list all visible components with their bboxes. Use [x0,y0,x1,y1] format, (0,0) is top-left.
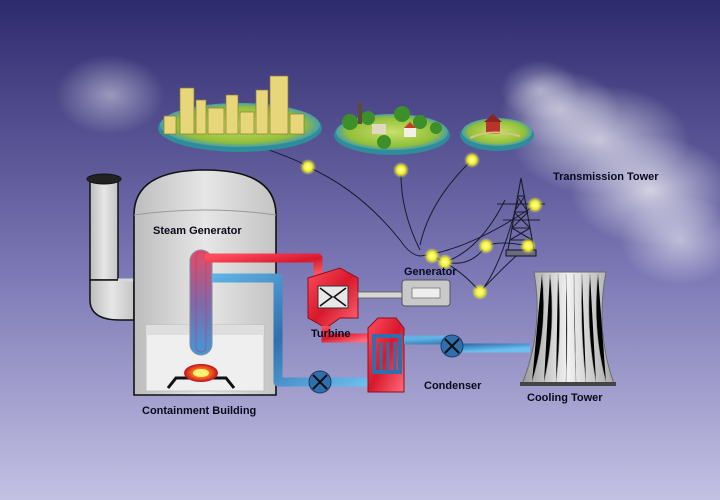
city-island [158,75,322,152]
cooling-pump [440,334,464,358]
farm-island [460,114,534,151]
steam-clouds [55,55,720,285]
hot-steam-pipe [205,253,323,278]
transmission-tower [497,177,545,257]
containment-building-label: Containment Building [142,405,257,417]
exhaust-pipe [321,326,372,343]
steam-generator [189,249,213,356]
turbine [307,267,359,329]
town-island [334,102,450,155]
generator-label: Generator [404,266,457,278]
steam-generator-label: Steam Generator [153,225,242,237]
turbine-label: Turbine [311,328,351,340]
reactor-core [166,364,236,389]
generator [357,279,451,307]
cooling-tower-label: Cooling Tower [527,392,603,404]
feedwater-pump [308,370,332,394]
power-lights [300,152,543,300]
transmission-tower-label: Transmission Tower [553,171,659,183]
condenser-label: Condenser [424,380,482,392]
condenser [367,317,405,393]
cooling-tower [520,271,616,386]
